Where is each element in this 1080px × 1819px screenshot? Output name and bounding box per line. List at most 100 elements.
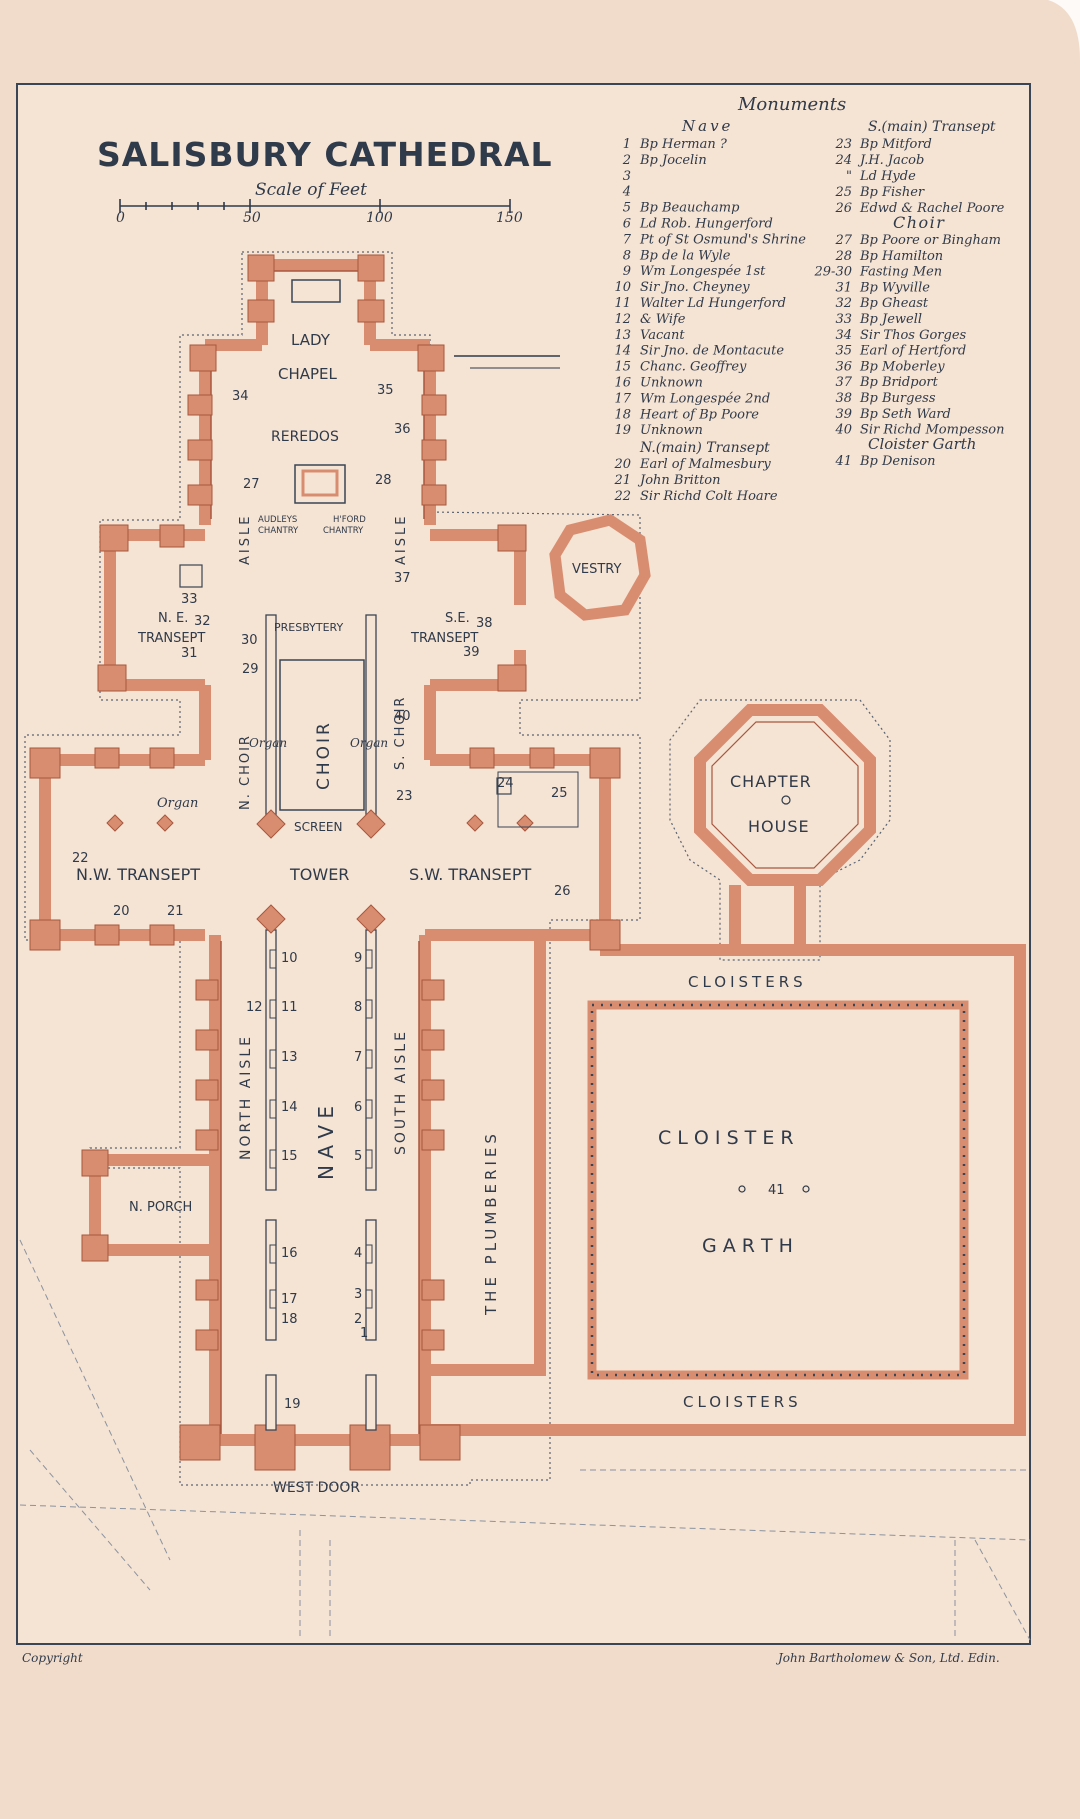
num-26: 26	[554, 884, 571, 899]
scale-bar	[119, 199, 511, 213]
label-audley-2: CHANTRY	[258, 526, 299, 536]
legend-ntransept-heading: N.(main) Transept	[639, 440, 770, 456]
legend-entry: Wm Longespée 2nd	[640, 391, 770, 406]
num-25: 25	[551, 786, 568, 801]
legend-entry: Bp Fisher	[859, 185, 925, 200]
legend-entry: Bp Beauchamp	[639, 201, 740, 216]
legend-entry: Bp Bridport	[859, 375, 939, 390]
plan-monument-numbers: 1 2 3 4 5 6 7 8 9 10 11 12 13 14 15 16 1…	[72, 383, 785, 1412]
num-40: 40	[394, 709, 411, 724]
legend-entry: Bp Moberley	[859, 359, 945, 374]
label-n-porch: N. PORCH	[129, 1200, 192, 1215]
legend-entry: Sir Richd Colt Hoare	[640, 489, 778, 504]
label-choir: CHOIR	[314, 720, 334, 790]
num-30: 30	[241, 633, 258, 648]
num-32: 32	[194, 614, 211, 629]
num-35: 35	[377, 383, 394, 398]
num-7: 7	[354, 1050, 362, 1065]
label-audley-1: AUDLEYS	[258, 515, 297, 525]
legend-entry: Bp Hamilton	[859, 249, 943, 264]
chapter-house-walls	[694, 704, 876, 886]
scale-tick-0: 0	[116, 210, 125, 226]
legend-number: 14	[614, 344, 631, 359]
legend-number: 24	[834, 153, 852, 168]
legend-entry: Pt of St Osmund's Shrine	[639, 232, 806, 247]
legend-number: 26	[834, 201, 852, 216]
label-reredos: REREDOS	[271, 429, 339, 445]
legend-number: 35	[835, 344, 852, 359]
legend-entry: Chanc. Geoffrey	[640, 360, 747, 375]
map-title: SALISBURY CATHEDRAL	[97, 135, 553, 174]
altar-step	[301, 469, 339, 497]
legend-number: 1	[623, 137, 631, 152]
label-north-aisle: NORTH AISLE	[238, 1034, 254, 1160]
num-29: 29	[242, 662, 259, 677]
legend-number: 2	[622, 153, 631, 168]
legend-entry: Wm Longespée 1st	[640, 264, 766, 279]
street-lines	[19, 1239, 1031, 1641]
num-36: 36	[394, 422, 411, 437]
legend-number: 21	[613, 473, 631, 488]
footer-publisher: John Bartholomew & Son, Ltd. Edin.	[775, 1651, 1000, 1665]
legend-number: 38	[835, 391, 852, 406]
legend-stransept-heading: S.(main) Transept	[868, 119, 996, 135]
legend-entry: Earl of Malmesbury	[639, 457, 771, 472]
legend-entry: Bp Jocelin	[639, 153, 707, 168]
legend-number: 37	[835, 375, 852, 390]
legend-number: 32	[835, 296, 852, 311]
scale-tick-150: 150	[496, 210, 523, 226]
label-ne-2: TRANSEPT	[137, 631, 205, 646]
legend-number: 33	[835, 312, 852, 327]
label-se-2: TRANSEPT	[410, 631, 478, 646]
num-39: 39	[463, 645, 480, 660]
label-lady: LADY	[291, 331, 331, 349]
label-screen: SCREEN	[294, 820, 342, 834]
label-se-1: S.E.	[445, 611, 470, 626]
label-presbytery: PRESBYTERY	[274, 621, 343, 634]
chapter-house-inner	[711, 721, 859, 869]
legend-number: 28	[834, 249, 852, 264]
footer-copyright: Copyright	[22, 1651, 83, 1665]
paper-corner	[1048, 0, 1080, 60]
num-21: 21	[167, 904, 184, 919]
legend-entry: Sir Richd Mompesson	[860, 423, 1005, 438]
legend-number: 31	[835, 280, 852, 295]
legend-entry: Bp Herman ?	[639, 137, 728, 152]
num-4: 4	[354, 1246, 362, 1261]
num-9: 9	[354, 951, 362, 966]
legend-number: 40	[834, 423, 852, 438]
label-south-aisle: SOUTH AISLE	[393, 1029, 409, 1155]
num-20: 20	[113, 904, 130, 919]
num-33: 33	[181, 592, 198, 607]
legend-number: 18	[614, 407, 631, 422]
nave-tombs	[269, 949, 373, 1309]
legend-entry: Bp de la Wyle	[639, 248, 731, 263]
num-34: 34	[232, 389, 249, 404]
legend-number: 34	[835, 328, 852, 343]
label-hford-2: CHANTRY	[323, 526, 364, 536]
legend-entry: Walter Ld Hungerford	[640, 296, 786, 311]
legend-number: 22	[613, 489, 631, 504]
legend-number: 6	[623, 217, 631, 232]
label-tower: TOWER	[289, 865, 349, 884]
legend-nave-heading: Nave	[681, 117, 733, 135]
room-labels: LADY CHAPEL REREDOS AUDLEYS CHANTRY H'FO…	[76, 331, 812, 1496]
legend-number: 5	[623, 201, 631, 216]
legend-entry: Unknown	[640, 376, 703, 391]
legend-entry: Bp Burgess	[859, 391, 936, 406]
label-cloisters-south: CLOISTERS	[683, 1393, 802, 1411]
legend-number: 10	[614, 280, 631, 295]
precinct-outlines	[24, 251, 891, 1486]
sw-transept-chapel	[497, 771, 579, 828]
num-22: 22	[72, 851, 89, 866]
nave-piers	[265, 614, 377, 1431]
label-nw-transept: N.W. TRANSEPT	[76, 865, 200, 884]
legend-entry: Ld Hyde	[859, 169, 916, 184]
label-chapter: CHAPTER	[730, 772, 812, 791]
legend-entry: Bp Mitford	[859, 137, 932, 152]
num-37: 37	[394, 571, 411, 586]
